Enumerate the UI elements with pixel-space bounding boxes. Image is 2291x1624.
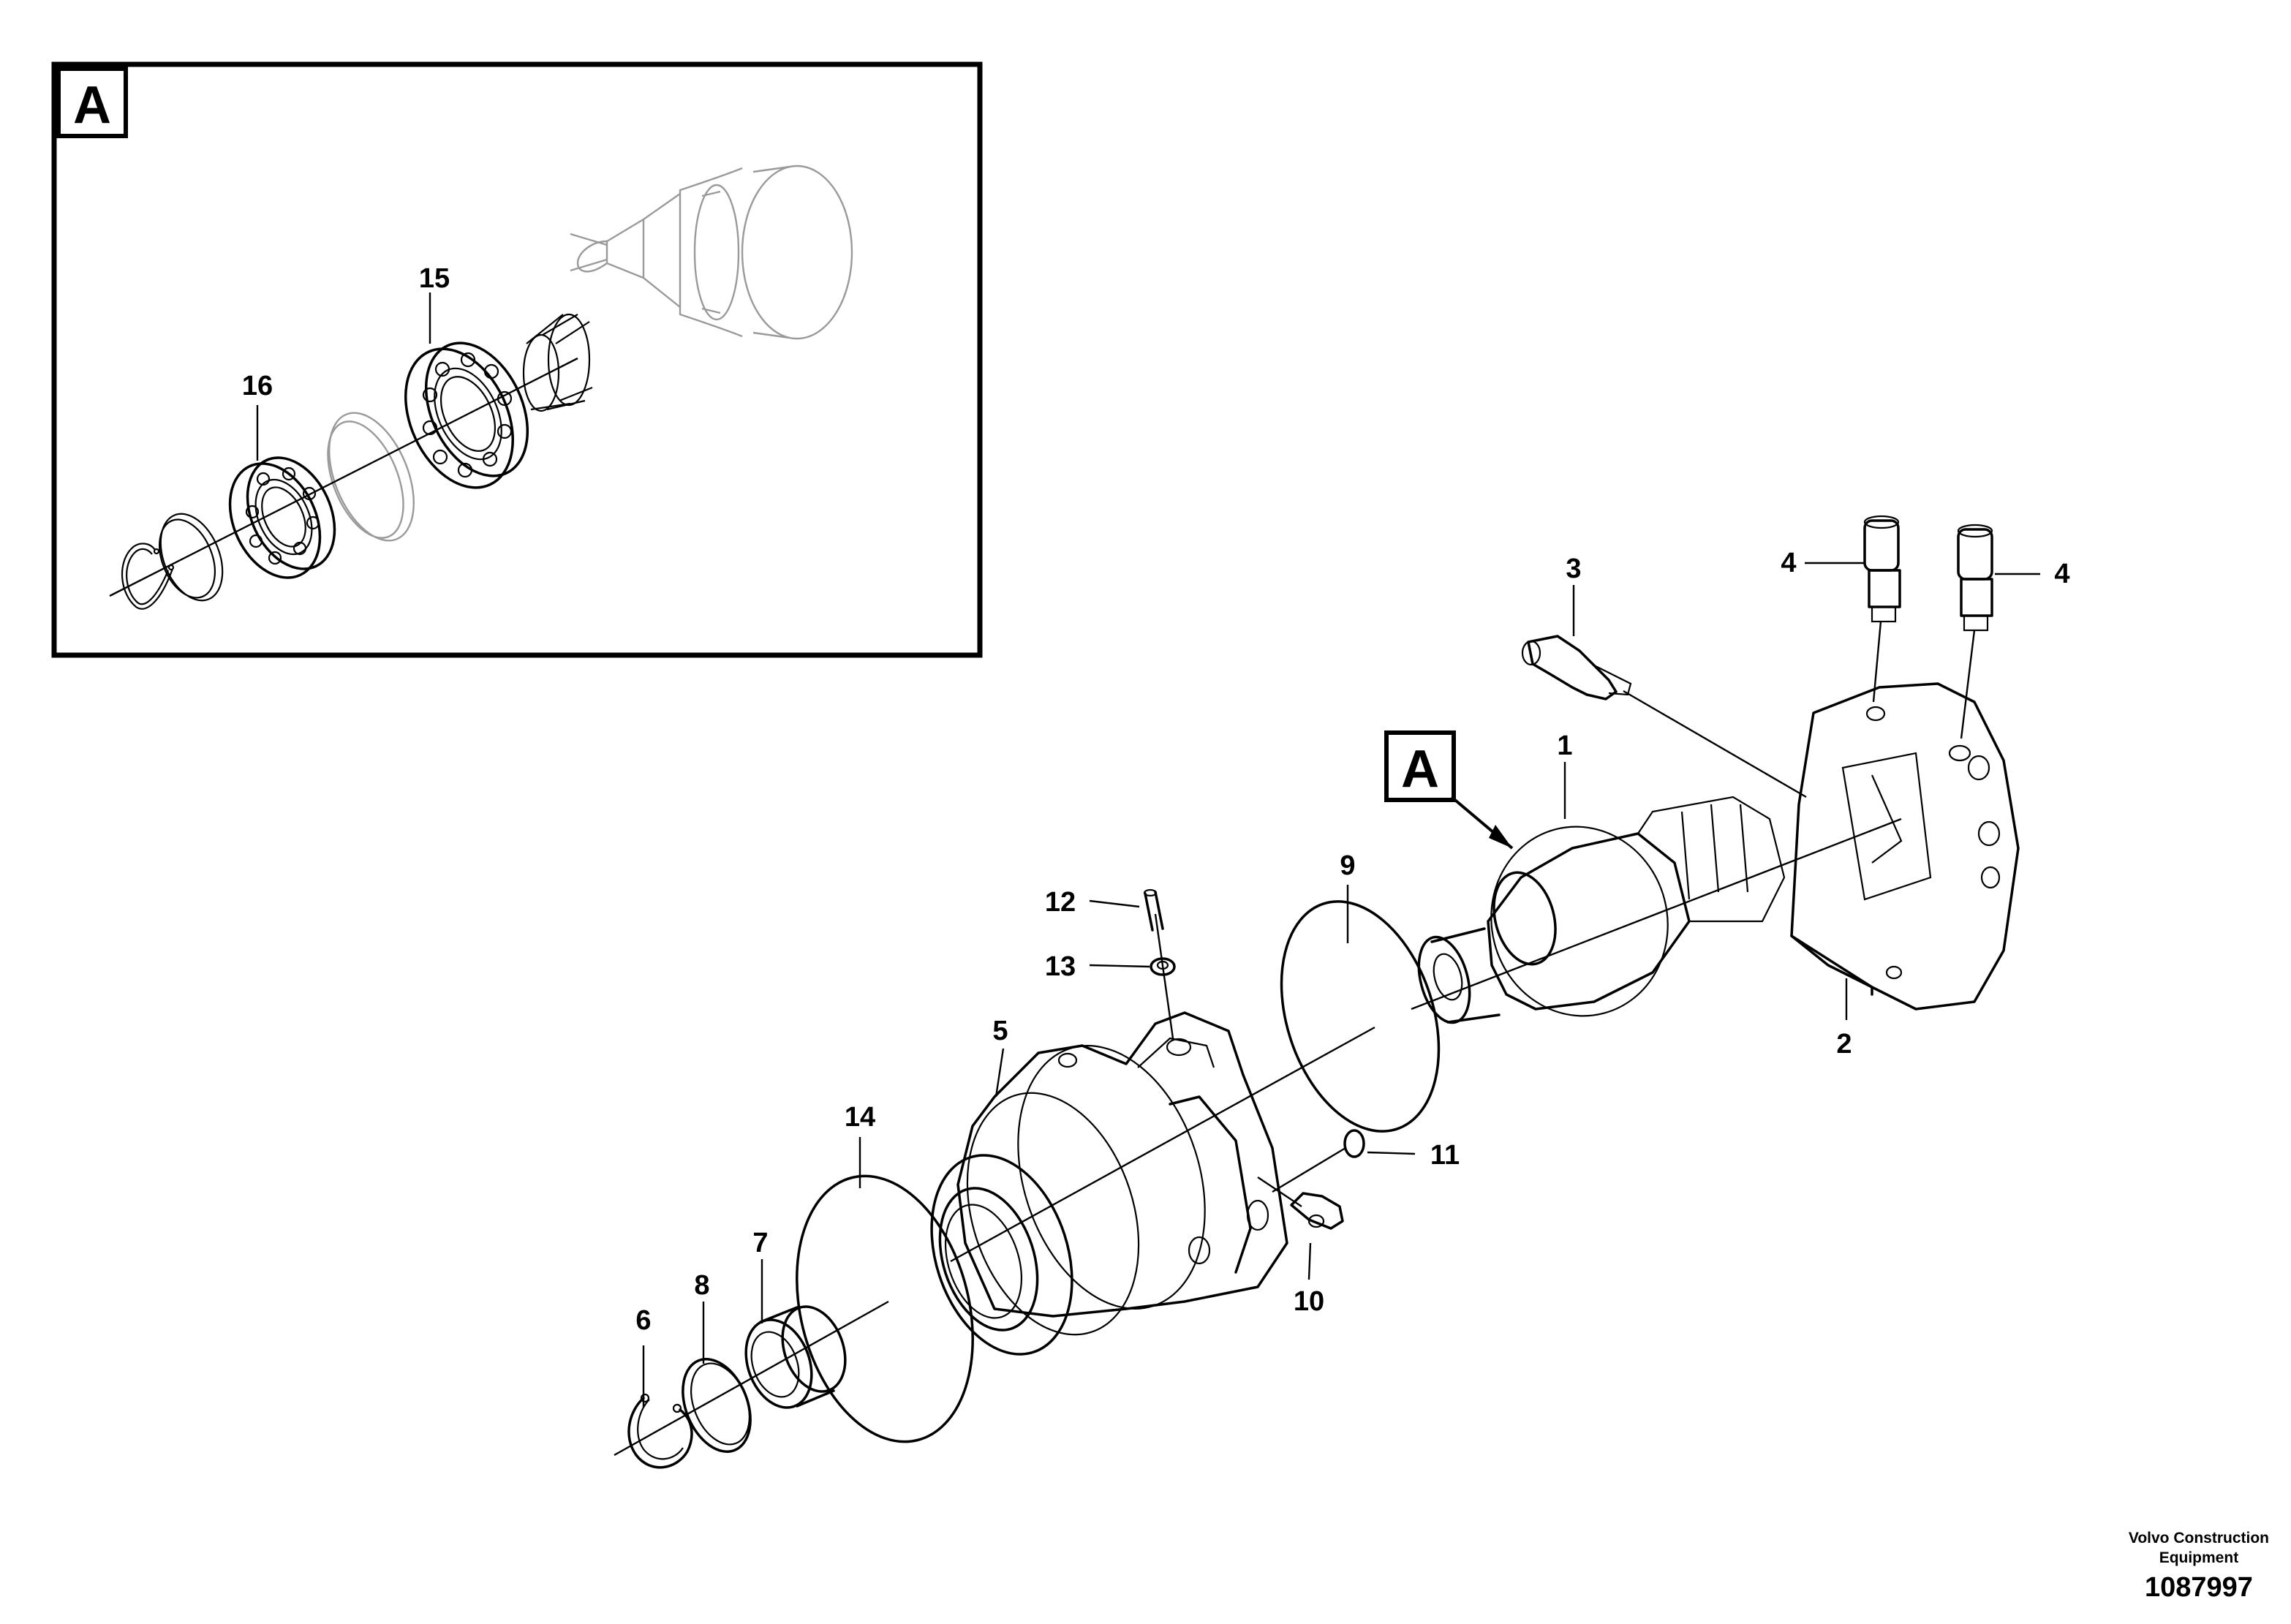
snap-ring bbox=[121, 543, 175, 610]
detail-axis-line bbox=[109, 357, 578, 597]
document-number: 1087997 bbox=[2144, 1572, 2253, 1603]
callout-label: A bbox=[1401, 740, 1439, 798]
oring-11 bbox=[1343, 1129, 1365, 1158]
rotating-group-1 bbox=[1417, 796, 1786, 1024]
part-label-9: 9 bbox=[1340, 850, 1355, 881]
shaft-outline bbox=[570, 165, 853, 340]
cartridge-4-right bbox=[1957, 524, 1993, 632]
detail-label-box bbox=[56, 67, 128, 138]
bushing-7 bbox=[744, 1305, 847, 1409]
oring-axis bbox=[1272, 1147, 1346, 1193]
valve-3 bbox=[1521, 635, 1632, 700]
brand-line-1: Volvo Construction bbox=[2128, 1530, 2269, 1546]
part-label-13: 13 bbox=[1045, 951, 1076, 982]
shaft-spline bbox=[522, 313, 593, 412]
part-label-11: 11 bbox=[1430, 1140, 1460, 1171]
end-cover-2 bbox=[1790, 682, 2020, 1011]
footer-block: Volvo Construction Equipment 1087997 bbox=[2129, 1528, 2269, 1604]
housing-5 bbox=[930, 1011, 1288, 1356]
leader-lines bbox=[642, 562, 2040, 1408]
seal-disc-14 bbox=[796, 1174, 974, 1443]
part-label-12: 12 bbox=[1045, 887, 1076, 918]
detail-view-a: A bbox=[51, 61, 983, 658]
part-label-2: 2 bbox=[1836, 1029, 1852, 1060]
circlip-6 bbox=[627, 1393, 693, 1469]
part-label-15: 15 bbox=[419, 263, 450, 294]
cartridge-4-left bbox=[1863, 515, 1901, 623]
plug-axis bbox=[1257, 1177, 1302, 1207]
main-axis-line bbox=[614, 817, 1902, 1457]
gasket-9 bbox=[1280, 900, 1441, 1133]
valve-axis bbox=[1623, 690, 1807, 798]
part-label-4-left: 4 bbox=[1781, 548, 1796, 578]
pin-axis bbox=[1154, 913, 1174, 1039]
part-label-5: 5 bbox=[992, 1016, 1008, 1046]
part-label-3: 3 bbox=[1566, 554, 1581, 584]
pin-12 bbox=[1143, 888, 1164, 932]
bearing-balls bbox=[422, 352, 513, 478]
plug-10 bbox=[1290, 1192, 1344, 1230]
detail-label: A bbox=[73, 76, 111, 135]
bearing-16 bbox=[228, 456, 336, 579]
ring-8 bbox=[682, 1358, 752, 1453]
part-label-6: 6 bbox=[635, 1305, 651, 1336]
cartridge-left-axis bbox=[1872, 621, 1882, 703]
part-label-10: 10 bbox=[1294, 1286, 1324, 1317]
part-label-7: 7 bbox=[752, 1228, 768, 1258]
brand-line-2: Equipment bbox=[2159, 1549, 2239, 1566]
detail-callout-a: A bbox=[1384, 730, 1514, 850]
part-label-16: 16 bbox=[242, 371, 273, 401]
detail-frame bbox=[51, 61, 983, 658]
cartridge-right-axis bbox=[1960, 630, 1976, 739]
spacer-ring bbox=[327, 412, 415, 542]
part-label-14: 14 bbox=[845, 1102, 875, 1133]
part-label-8: 8 bbox=[694, 1270, 709, 1301]
part-label-4-right: 4 bbox=[2054, 559, 2069, 589]
part-label-1: 1 bbox=[1557, 730, 1572, 761]
